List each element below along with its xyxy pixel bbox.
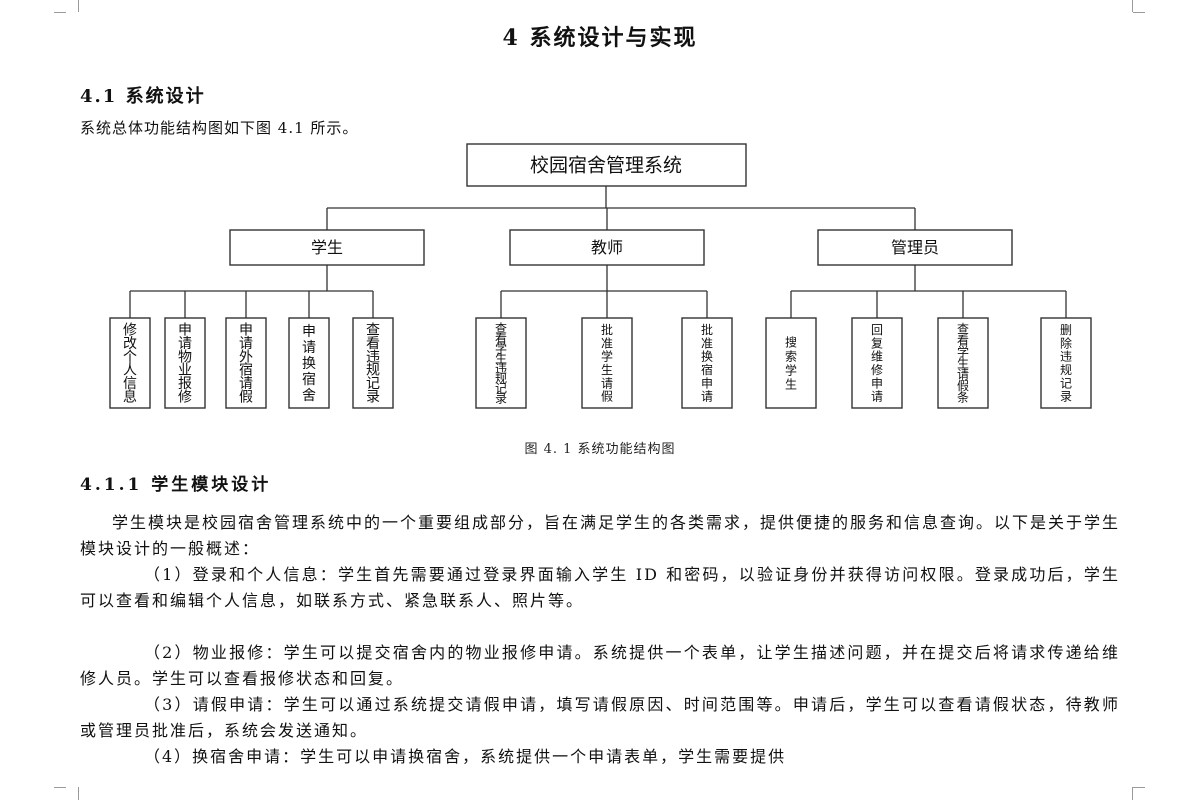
paragraph-leave: （3）请假申请：学生可以通过系统提交请假申请，填写请假原因、时间范围等。申请后，… (80, 695, 1120, 740)
chapter-title: 4 系统设计与实现 (502, 25, 698, 51)
group-label-2: 管理员 (891, 238, 939, 257)
intro-text: 系统总体功能结构图如下图 4.1 所示。 (80, 119, 359, 137)
root-node-box (466, 143, 747, 187)
figure-caption: 图 4. 1 系统功能结构图 (524, 442, 676, 457)
group-box-1 (509, 229, 705, 266)
crop-mark-bottom-left-h (54, 787, 66, 788)
child-box (164, 317, 206, 409)
child-label: 修改个人信息 (123, 323, 137, 406)
child-box (225, 317, 267, 409)
child-box (581, 317, 633, 409)
crop-mark-top-left (66, 0, 79, 12)
child-box (1040, 317, 1092, 409)
child-box (475, 317, 527, 409)
child-label: 申请物业报修 (178, 323, 192, 406)
child-box (352, 317, 394, 409)
child-box (109, 317, 151, 409)
root-node-label: 校园宿舍管理系统 (530, 155, 682, 177)
paragraph-overview: 学生模块是校园宿舍管理系统中的一个重要组成部分，旨在满足学生的各类需求，提供便捷… (80, 513, 1121, 558)
child-label: 查看学生违规记录 (495, 321, 507, 405)
child-box (681, 317, 733, 409)
child-label: 批准学生请假 (601, 322, 613, 404)
crop-mark-top-right (1132, 0, 1145, 12)
subsection-title: 4.1.1 学生模块设计 (80, 475, 272, 495)
child-label: 查看学生请假条 (957, 322, 969, 405)
crop-mark-bottom-right (1132, 787, 1145, 800)
child-label: 申请换宿舍 (302, 324, 316, 404)
paragraph-login: （1）登录和个人信息：学生首先需要通过登录界面输入学生 ID 和密码，以验证身份… (80, 565, 1120, 610)
paragraph-dorm-change: （4）换宿舍申请：学生可以申请换宿舍，系统提供一个申请表单，学生需要提供 (144, 747, 787, 766)
crop-mark-top-right-h (1133, 12, 1145, 13)
crop-mark-top-left-h (54, 12, 66, 13)
child-label: 回复维修申请 (871, 323, 883, 404)
paragraph-repair: （2）物业报修：学生可以提交宿舍内的物业报修申请。系统提供一个表单，让学生描述问… (80, 643, 1120, 688)
crop-mark-bottom-right-h (1133, 787, 1145, 788)
child-label: 申请外宿请假 (239, 323, 253, 406)
child-box (765, 317, 817, 409)
child-label: 批准换宿申请 (701, 322, 713, 404)
crop-mark-bottom-left (66, 787, 79, 800)
group-box-2 (817, 229, 1013, 266)
child-box (937, 317, 989, 409)
group-box-0 (229, 229, 425, 266)
group-label-0: 学生 (311, 238, 343, 257)
child-box (851, 317, 903, 409)
child-label: 查看违规记录 (366, 323, 380, 406)
child-label: 搜索学生 (785, 334, 797, 391)
group-label-1: 教师 (591, 238, 623, 257)
child-label: 删除违规记录 (1060, 323, 1072, 404)
child-box (288, 317, 330, 409)
section-title: 4.1 系统设计 (80, 86, 206, 107)
